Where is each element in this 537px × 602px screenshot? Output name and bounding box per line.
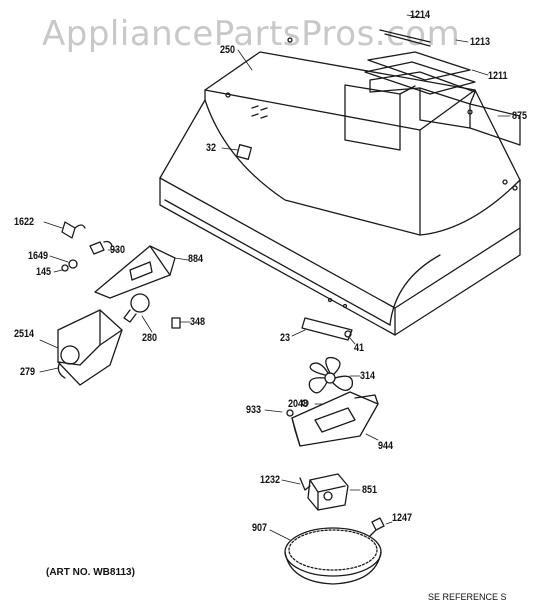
callout-250: 250 [220,44,236,56]
callout-23: 23 [280,332,291,344]
callout-933: 933 [246,404,262,416]
leader-lines [39,14,511,541]
callout-1622: 1622 [14,216,35,228]
callout-1211: 1211 [488,70,508,82]
watermark-text: AppliancePartsPros.com [42,14,461,54]
filter-strip [301,317,353,341]
clip-348 [171,317,181,329]
callout-314: 314 [360,370,376,382]
fan-blade [308,356,354,394]
hood-housing [159,37,521,336]
callout-1649: 1649 [28,250,49,262]
damper-assembly [364,29,521,146]
corner-reference-text: SE REFERENCE S [428,592,507,602]
callout-851: 851 [362,484,378,496]
fan-motor [299,473,349,511]
callout-1214: 1214 [410,9,431,21]
callout-348: 348 [190,316,206,328]
callout-907: 907 [252,522,268,534]
callout-279: 279 [20,366,36,378]
switch-bracket [94,245,176,299]
callout-280: 280 [142,332,158,344]
callout-32: 32 [206,142,217,154]
motor-bracket [286,391,379,447]
callout-1247: 1247 [392,512,413,524]
callout-41: 41 [354,342,365,354]
callout-875: 875 [512,110,528,122]
callout-2048: 2048 [288,398,309,410]
callout-1232: 1232 [260,474,281,486]
screw-1247 [369,517,385,537]
callout-930: 930 [110,244,126,256]
art-number: (ART NO. WB8113) [46,567,135,578]
callout-884: 884 [188,253,204,265]
lamp-bulb [123,293,150,323]
switch-parts [61,221,113,272]
callout-944: 944 [378,440,394,452]
grill-basket [284,527,382,585]
callout-1213: 1213 [470,36,491,48]
callout-145: 145 [36,266,52,278]
lamp-socket-housing [57,309,123,386]
callout-2514: 2514 [14,328,35,340]
